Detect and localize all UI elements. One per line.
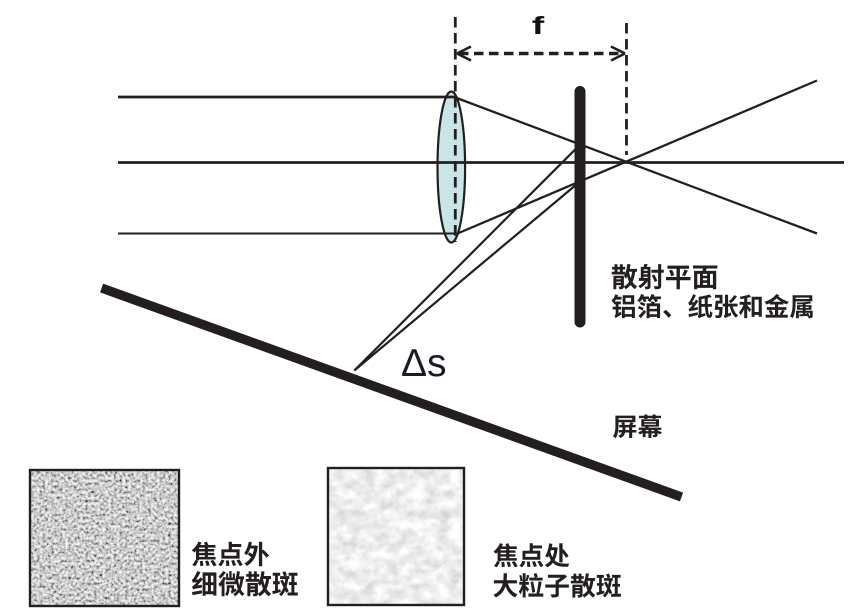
svg-text:f: f	[532, 11, 545, 39]
svg-text:Δs: Δs	[401, 342, 447, 385]
